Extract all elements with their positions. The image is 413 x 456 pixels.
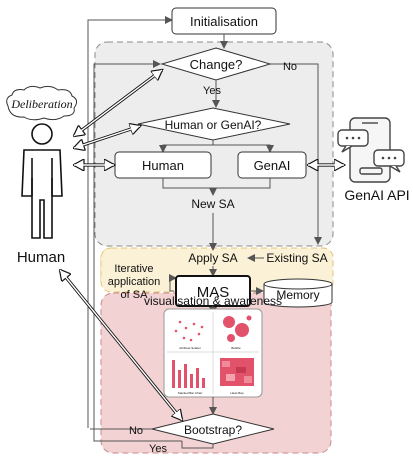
- change-no-label: No: [283, 61, 297, 73]
- apply-sa-label: Apply SA: [188, 251, 237, 265]
- memory-label: Memory: [276, 288, 319, 302]
- bubble-thumbnail: [223, 315, 252, 342]
- change-yes-label: Yes: [203, 85, 221, 97]
- initialisation-label: Initialisation: [190, 14, 258, 29]
- genai-api-label: GenAI API: [344, 187, 409, 203]
- genai-api-phone-icon: [337, 117, 405, 183]
- bootstrap-label: Bootstrap?: [184, 423, 242, 437]
- scatter-caption: Attribute Scatter: [179, 346, 201, 350]
- human-figure-icon: [21, 123, 63, 239]
- genai-box-label: GenAI: [254, 158, 291, 173]
- mas-label: MAS: [197, 284, 230, 301]
- deliberation-cloud: [6, 85, 78, 121]
- human-or-genai-label: Human or GenAI?: [165, 118, 262, 132]
- change-no-line: [270, 63, 322, 245]
- existing-sa-label: Existing SA: [266, 251, 327, 265]
- iterative-label-1: Iterative: [114, 263, 153, 275]
- bubble-caption: Bubble: [231, 346, 241, 350]
- change-label: Change?: [190, 57, 243, 72]
- visualisation-panel: Attribute Scatter Bubble Stacked Bar Cha…: [163, 308, 263, 398]
- human-box-label: Human: [142, 158, 184, 173]
- iterative-label-2: application: [108, 276, 161, 288]
- deliberation-label: Deliberation: [10, 97, 72, 111]
- bootstrap-no-label: No: [129, 425, 143, 437]
- memory-database: [263, 278, 333, 308]
- heatmap-caption: Heat Map: [230, 391, 243, 395]
- yes-loop-line: [93, 60, 182, 442]
- chat-dots: [345, 136, 397, 160]
- human-actor-label: Human: [17, 249, 65, 266]
- visualisation-label: visualisation & awareness: [144, 294, 282, 308]
- new-sa-label: New SA: [191, 197, 234, 211]
- bar-caption: Stacked Bar Chart: [178, 391, 203, 395]
- genai-box: [237, 151, 307, 179]
- heatmap-thumbnail: [220, 358, 254, 386]
- bootstrap-yes-label: Yes: [149, 443, 167, 455]
